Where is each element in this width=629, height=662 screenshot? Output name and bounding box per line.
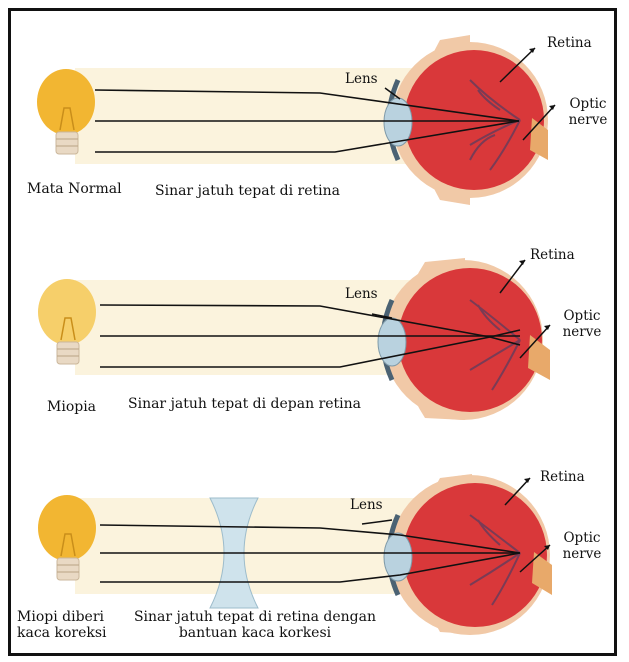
description-label: Sinar jatuh tepat di retina dengan bantu… [125, 609, 385, 641]
condition-label: Miopia [47, 399, 96, 415]
lens-label: Lens [350, 498, 383, 514]
description-label: Sinar jatuh tepat di depan retina [128, 396, 361, 412]
lens-label: Lens [345, 287, 378, 303]
lens-label: Lens [345, 72, 378, 88]
retina-label: Retina [540, 470, 585, 486]
optic-nerve-label: Optic nerve [560, 531, 604, 562]
optic-nerve-line-1: Optic [560, 309, 604, 325]
description-line-2: bantuan kaca korkesi [125, 625, 385, 641]
retina-label: Retina [547, 36, 592, 52]
optic-nerve-line-2: nerve [566, 113, 610, 129]
eye-icon [384, 35, 548, 205]
optic-nerve-line-2: nerve [560, 325, 604, 341]
condition-line-2: kaca koreksi [17, 625, 107, 641]
optic-nerve-line-1: Optic [566, 97, 610, 113]
condition-label: Mata Normal [27, 181, 122, 197]
condition-line-1: Miopi diberi [17, 609, 107, 625]
optic-nerve-line-2: nerve [560, 547, 604, 563]
optic-nerve-label: Optic nerve [560, 309, 604, 340]
optic-nerve-line-1: Optic [560, 531, 604, 547]
description-line-1: Sinar jatuh tepat di retina dengan [125, 609, 385, 625]
condition-label: Miopi diberi kaca koreksi [17, 609, 107, 641]
optic-nerve-label: Optic nerve [566, 97, 610, 128]
description-label: Sinar jatuh tepat di retina [155, 183, 340, 199]
panel-normal [37, 35, 555, 205]
retina-label: Retina [530, 248, 575, 264]
